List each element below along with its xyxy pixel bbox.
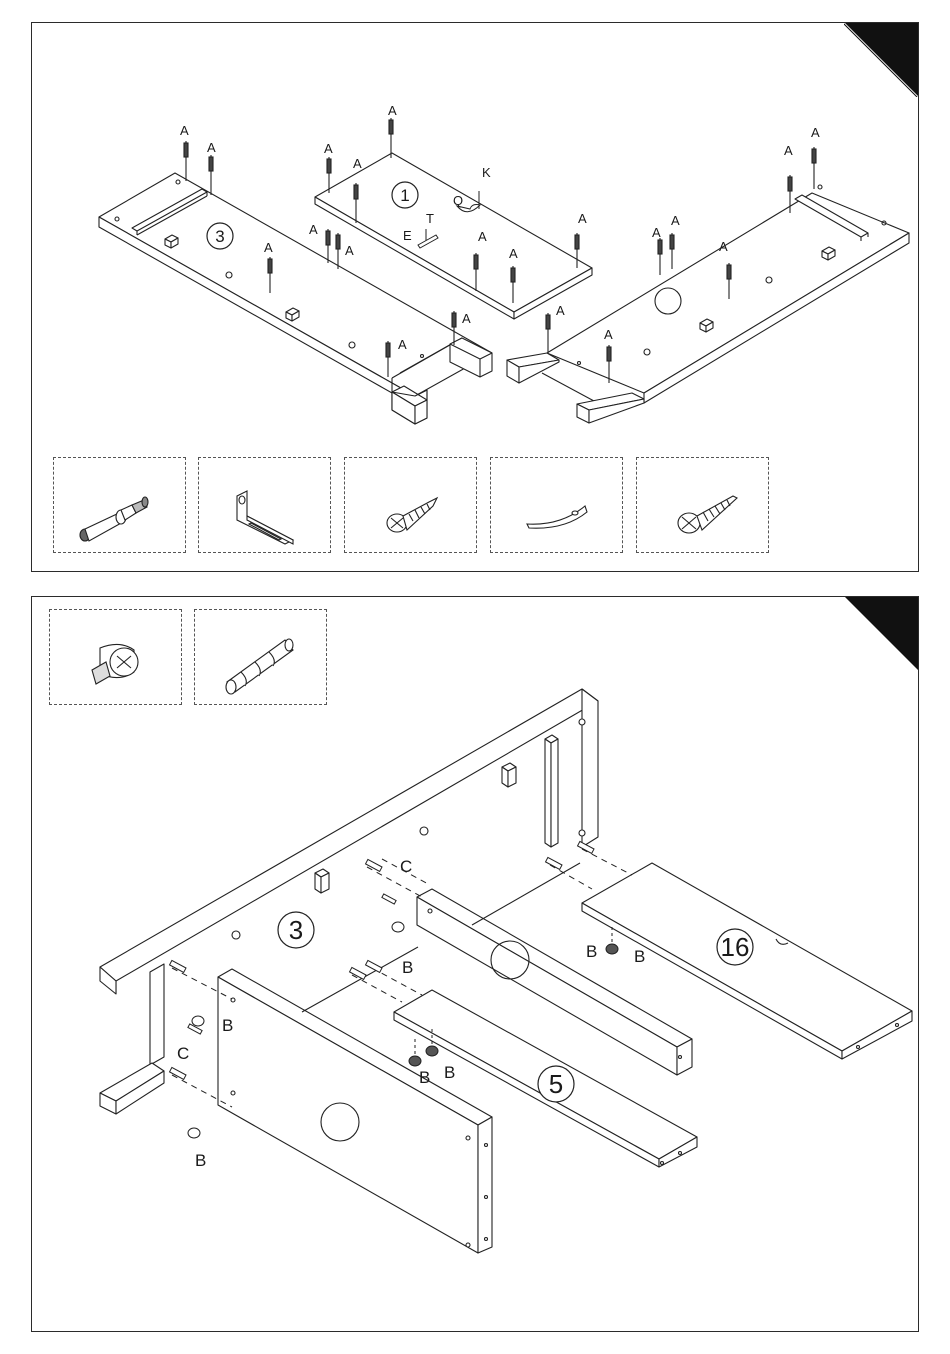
- label-a: A: [345, 243, 354, 258]
- label-b: B: [444, 1063, 455, 1082]
- part-number-1: 1: [392, 182, 418, 208]
- bolt-a: [658, 238, 662, 275]
- flat-bracket-icon: [491, 458, 622, 552]
- cam-bolt-icon: [54, 458, 185, 552]
- bolt-a: [546, 313, 550, 353]
- part-number-3: 3: [207, 223, 233, 249]
- part-number-5: 5: [538, 1066, 574, 1102]
- label-c: C: [400, 857, 412, 876]
- cam-lock-icon: [188, 1128, 200, 1138]
- svg-text:3: 3: [289, 915, 303, 945]
- label-a: A: [671, 213, 680, 228]
- label-b: B: [419, 1068, 430, 1087]
- assembly-step-2-panel: 3 5 16 C C B B B B B B B: [31, 596, 919, 1332]
- label-a: A: [388, 103, 397, 118]
- label-a: A: [578, 211, 587, 226]
- bolt-a: [209, 155, 213, 195]
- label-a: A: [509, 246, 518, 261]
- hardware-box-l-bracket: [198, 457, 331, 553]
- part-number-3: 3: [278, 912, 314, 948]
- label-a: A: [462, 311, 471, 326]
- label-a: A: [784, 143, 793, 158]
- bolt-a: [812, 147, 816, 189]
- cam-lock-icon: [606, 944, 618, 954]
- svg-text:1: 1: [400, 186, 409, 205]
- bolt-a: [326, 229, 330, 263]
- cam-lock-icon: [409, 1056, 421, 1066]
- svg-text:5: 5: [549, 1069, 563, 1099]
- cam-bolt-icon: [170, 960, 186, 972]
- label-c: C: [177, 1044, 189, 1063]
- label-a: A: [478, 229, 487, 244]
- label-b: B: [195, 1151, 206, 1170]
- bolt-a: [389, 118, 393, 158]
- label-q: Q: [453, 193, 463, 208]
- label-a: A: [556, 303, 565, 318]
- label-a: A: [309, 222, 318, 237]
- label-a: A: [180, 123, 189, 138]
- part-number-16: 16: [717, 929, 753, 965]
- side-panel-3-right: [507, 185, 909, 438]
- label-a: A: [398, 337, 407, 352]
- label-a: A: [207, 140, 216, 155]
- hardware-box-long-screw: [636, 457, 769, 553]
- svg-text:3: 3: [215, 227, 224, 246]
- long-screw-icon: [637, 458, 768, 552]
- cam-bolt-icon: [170, 1067, 186, 1079]
- label-b: B: [634, 947, 645, 966]
- label-a: A: [719, 239, 728, 254]
- step-2-diagram: 3 5 16 C C B B B B B B B: [32, 597, 919, 1332]
- label-a: A: [604, 327, 613, 342]
- hardware-box-flat-bracket: [490, 457, 623, 553]
- label-b: B: [586, 942, 597, 961]
- cam-bolt-icon: [366, 859, 382, 871]
- assembly-step-1-panel: 1 3 A A A A A A A A A A A A A A A A A A …: [31, 22, 919, 572]
- cam-bolt-icon: [366, 960, 382, 972]
- label-e: E: [403, 228, 412, 243]
- cam-lock-icon: [426, 1046, 438, 1056]
- cam-lock-icon: [192, 1016, 204, 1026]
- label-a: A: [353, 156, 362, 171]
- cam-bolt-icon: [350, 967, 366, 979]
- bolt-a: [670, 233, 674, 269]
- cam-lock-icon: [392, 922, 404, 932]
- label-a: A: [811, 125, 820, 140]
- dowel-icon: [382, 894, 396, 904]
- label-a: A: [264, 240, 273, 255]
- hardware-box-short-screw: [344, 457, 477, 553]
- bolt-a: [184, 141, 188, 181]
- label-t: T: [426, 211, 434, 226]
- svg-text:16: 16: [721, 932, 750, 962]
- label-a: A: [652, 225, 661, 240]
- l-bracket-icon: [199, 458, 330, 552]
- label-b: B: [402, 958, 413, 977]
- label-a: A: [324, 141, 333, 156]
- label-k: K: [482, 165, 491, 180]
- label-b: B: [222, 1016, 233, 1035]
- short-screw-icon: [345, 458, 476, 552]
- bolt-a: [336, 233, 340, 269]
- hardware-box-cam-bolt: [53, 457, 186, 553]
